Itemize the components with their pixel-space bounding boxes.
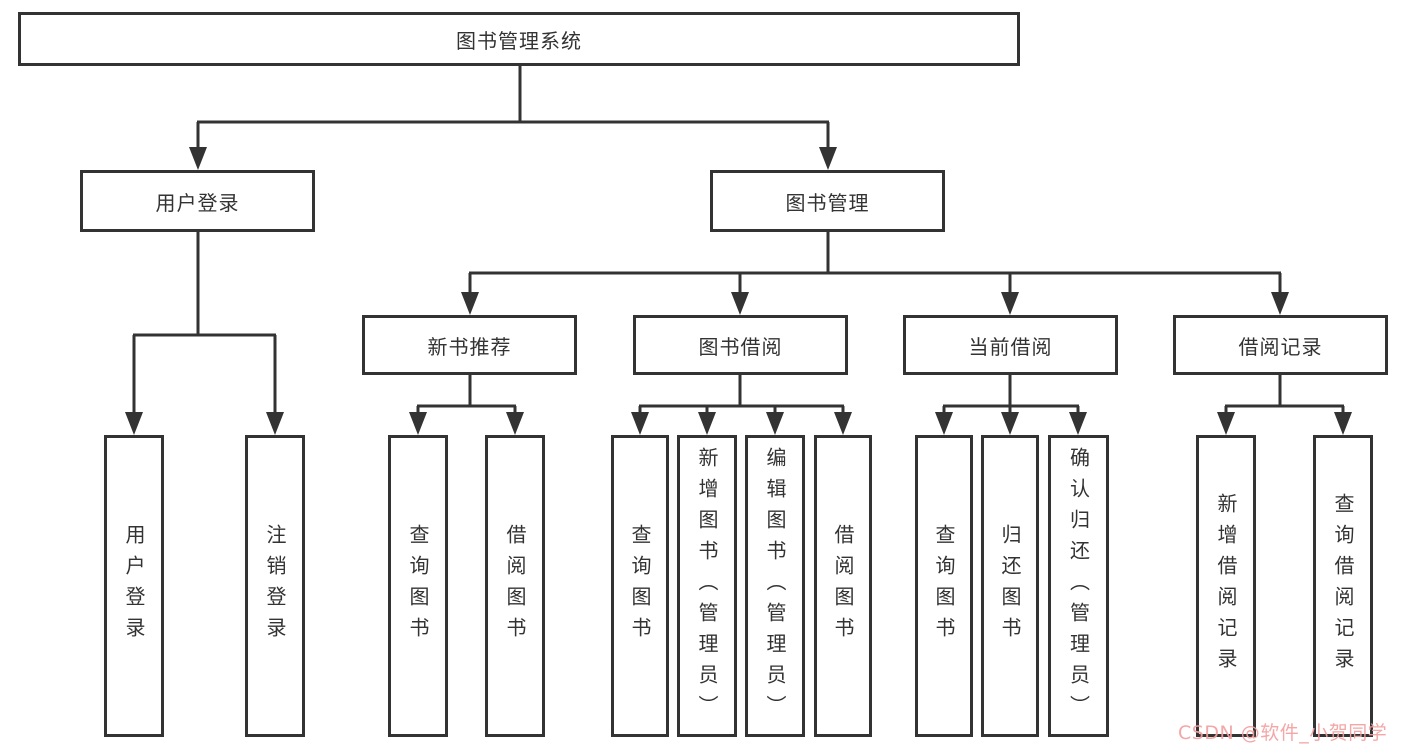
leaf-return-books: 归还图书 [981,435,1039,737]
leaf-add-borrow-record: 新增借阅记录 [1196,435,1256,737]
leaf-query-books-borrow: 查询图书 [611,435,669,737]
leaf-label: 编辑图书（管理员） [763,446,787,726]
node-library-management-system: 图书管理系统 [18,12,1020,66]
node-book-management: 图书管理 [710,170,945,232]
leaf-label: 确认归还（管理员） [1066,446,1091,726]
leaf-label: 借阅图书 [831,524,855,648]
node-new-book-recommend: 新书推荐 [362,315,577,375]
leaf-user-login: 用户登录 [104,435,164,737]
node-user-login: 用户登录 [80,170,315,232]
leaf-query-borrow-record: 查询借阅记录 [1313,435,1373,737]
leaf-label: 新增图书（管理员） [695,446,719,726]
node-borrow-records: 借阅记录 [1173,315,1388,375]
node-label: 图书管理 [785,190,870,215]
leaf-label: 注销登录 [263,524,287,648]
leaf-label: 新增借阅记录 [1214,493,1238,679]
tree-edges [132,66,1345,417]
watermark: CSDN @软件_小贺同学 [1178,722,1388,744]
leaf-label: 归还图书 [998,524,1022,648]
leaf-label: 借阅图书 [503,524,527,648]
node-label: 图书借阅 [698,334,783,359]
leaf-borrow-books-recommend: 借阅图书 [485,435,545,737]
node-current-borrow: 当前借阅 [903,315,1118,375]
leaf-label: 查询图书 [932,524,956,648]
leaf-edit-book-admin: 编辑图书（管理员） [745,435,805,737]
node-label: 图书管理系统 [456,28,582,53]
leaf-add-book-admin: 新增图书（管理员） [677,435,737,737]
leaf-label: 查询图书 [628,524,652,648]
node-label: 当前借阅 [968,334,1053,359]
node-label: 新书推荐 [427,334,512,359]
leaf-label: 查询借阅记录 [1331,493,1355,679]
leaf-label: 用户登录 [122,524,146,648]
node-book-borrow: 图书借阅 [633,315,848,375]
leaf-logout: 注销登录 [245,435,305,737]
leaf-borrow-books: 借阅图书 [814,435,872,737]
node-label: 借阅记录 [1238,334,1323,359]
leaf-confirm-return-admin: 确认归还（管理员） [1048,435,1109,737]
node-label: 用户登录 [155,190,240,215]
leaf-query-books-current: 查询图书 [915,435,973,737]
leaf-query-books-recommend: 查询图书 [388,435,448,737]
leaf-label: 查询图书 [406,524,430,648]
